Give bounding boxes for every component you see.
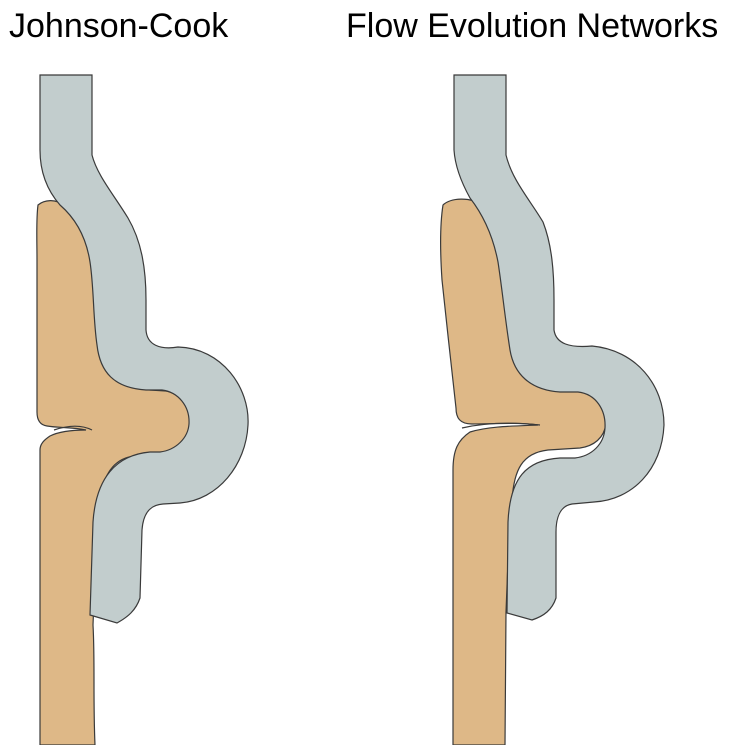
upper-sheet-flow-evolution-networks xyxy=(453,74,665,621)
sheet-interface-line-flow-evolution-networks xyxy=(461,422,541,429)
cross-section-flow-evolution-networks xyxy=(440,74,665,745)
upper-sheet-johnson-cook xyxy=(39,74,249,624)
sheet-interface-line-johnson-cook xyxy=(53,425,93,431)
cross-section-johnson-cook xyxy=(36,74,249,745)
panel-title-johnson-cook: Johnson-Cook xyxy=(9,7,229,45)
panel-title-flow-evolution-networks: Flow Evolution Networks xyxy=(346,7,719,45)
